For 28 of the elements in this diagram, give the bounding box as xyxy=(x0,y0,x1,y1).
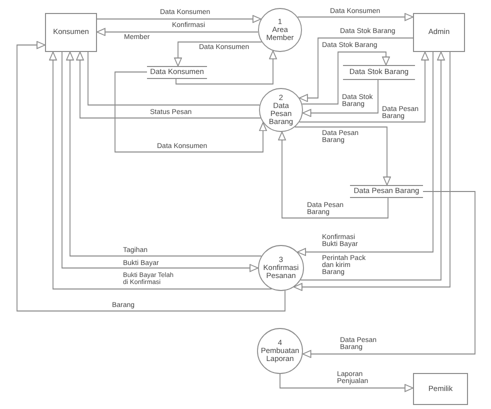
external-entity-box xyxy=(413,13,465,52)
data-flow-arrow xyxy=(49,52,272,290)
data-flow-arrow xyxy=(16,41,286,312)
data-flow-arrow xyxy=(299,38,414,102)
data-flow-arrow xyxy=(299,52,429,122)
data-flow-arrow xyxy=(302,191,476,358)
data-flow-arrow xyxy=(278,132,388,218)
data-store xyxy=(343,65,415,80)
data-flow-arrow xyxy=(302,52,390,104)
data-flow-arrow xyxy=(176,50,277,84)
data-flow-arrow xyxy=(302,80,378,117)
data-flow-arrow xyxy=(294,126,391,186)
data-flow-arrow xyxy=(280,374,414,392)
data-flow-arrow xyxy=(96,15,262,23)
external-entity-box xyxy=(45,13,97,52)
data-flow-arrow xyxy=(297,13,414,21)
external-entity-box xyxy=(413,373,468,405)
data-flow-arrow xyxy=(96,28,259,36)
data-flow-arrow xyxy=(174,42,262,66)
process-circle xyxy=(257,328,303,374)
process-circle xyxy=(258,245,304,291)
data-flow-arrow xyxy=(76,52,261,118)
data-store xyxy=(350,185,423,198)
data-flow-arrow xyxy=(297,52,434,256)
process-circle xyxy=(258,8,302,52)
process-circle xyxy=(259,88,303,132)
data-flow-arrow xyxy=(114,72,267,152)
data-store xyxy=(147,66,207,79)
